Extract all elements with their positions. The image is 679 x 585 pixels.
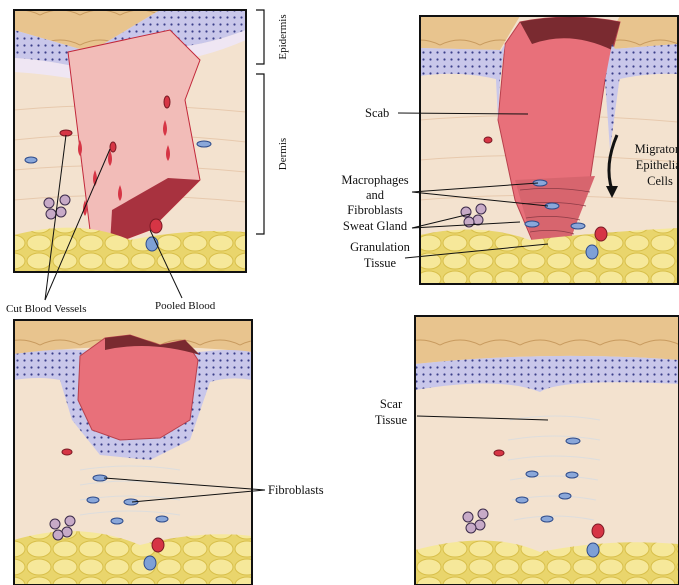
blood-vessel (152, 538, 164, 552)
granulation-label-2: Tissue (364, 256, 397, 270)
fibroblast (566, 438, 580, 444)
panel-3-proliferation (14, 320, 252, 585)
scab-mass (78, 335, 198, 440)
vein (587, 543, 599, 557)
scar-label-1: Scar (380, 397, 403, 411)
dermis-label: Dermis (277, 138, 289, 170)
fibroblast (525, 221, 539, 227)
blood-vessel (595, 227, 607, 241)
fibroblast (87, 497, 99, 503)
vein (586, 245, 598, 259)
panel-4-remodeling (415, 316, 679, 585)
fibroblasts-label: Fibroblasts (268, 483, 324, 497)
fibroblast (571, 223, 585, 229)
fibroblast (526, 471, 538, 477)
epidermis-label: Epidermis (277, 14, 289, 59)
migratory-label-3: Cells (647, 174, 673, 188)
blood-vessel (592, 524, 604, 538)
epidermis-bracket (256, 10, 264, 64)
migratory-label-2: Epithelial (636, 158, 679, 172)
fibroblast (156, 516, 168, 522)
panel-1-fresh-wound (14, 10, 246, 272)
cell (62, 449, 72, 455)
macrophages-label-3: Fibroblasts (347, 203, 403, 217)
fibroblast (559, 493, 571, 499)
fibroblast (566, 472, 578, 478)
fibroblast (516, 497, 528, 503)
cell (197, 141, 211, 147)
granulation-label-1: Granulation (350, 240, 410, 254)
fibroblast (111, 518, 123, 524)
macrophages-label-2: and (366, 188, 385, 202)
cut-vessel (110, 142, 116, 152)
cut-blood-vessels-label: Cut Blood Vessels (6, 303, 86, 315)
scar-label-2: Tissue (375, 413, 408, 427)
cell (484, 137, 492, 143)
macrophages-label-1: Macrophages (341, 173, 408, 187)
migratory-label-1: Migratory (635, 142, 679, 156)
pooled-blood-label: Pooled Blood (155, 300, 216, 312)
cut-vessel (164, 96, 170, 108)
pooled-blood-vessel (150, 219, 162, 233)
dermis-bracket (256, 74, 264, 234)
cell (494, 450, 504, 456)
sweat-gland-label: Sweat Gland (343, 219, 408, 233)
vein (144, 556, 156, 570)
cell (25, 157, 37, 163)
fibroblast (541, 516, 553, 522)
scab-label: Scab (365, 106, 389, 120)
